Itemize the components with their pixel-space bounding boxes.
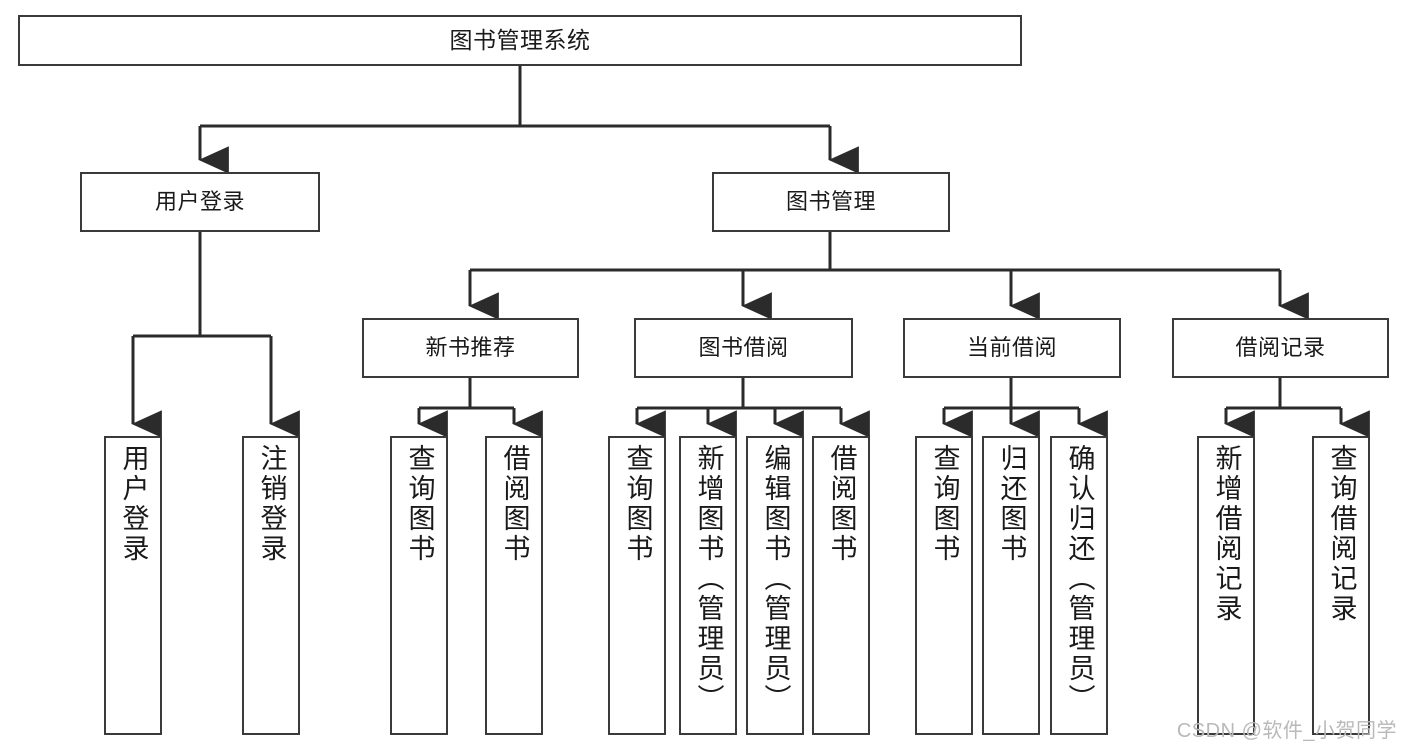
node-borrow-records[interactable]: 借阅记录 xyxy=(1172,318,1389,378)
leaf-current-confirm-return-admin-label: 确认归还（管理员） xyxy=(1064,444,1095,714)
leaf-current-return-book-label: 归还图书 xyxy=(996,444,1027,564)
leaf-logout-label: 注销登录 xyxy=(256,444,287,564)
leaf-current-confirm-return-admin[interactable]: 确认归还（管理员） xyxy=(1050,436,1108,735)
node-user-login-label: 用户登录 xyxy=(154,189,245,215)
node-root[interactable]: 图书管理系统 xyxy=(18,15,1022,66)
node-book-management[interactable]: 图书管理 xyxy=(712,172,950,232)
leaf-newbook-query-book-label: 查询图书 xyxy=(404,444,435,564)
leaf-user-login[interactable]: 用户登录 xyxy=(104,436,162,735)
node-user-login[interactable]: 用户登录 xyxy=(80,172,320,232)
leaf-borrow-edit-book-admin[interactable]: 编辑图书（管理员） xyxy=(746,436,804,735)
leaf-records-query-record-label: 查询借阅记录 xyxy=(1326,444,1357,624)
leaf-records-query-record[interactable]: 查询借阅记录 xyxy=(1312,436,1370,735)
leaf-user-login-label: 用户登录 xyxy=(118,444,149,564)
node-new-book-recommend-label: 新书推荐 xyxy=(425,335,516,361)
leaf-current-query-book-label: 查询图书 xyxy=(929,444,960,564)
leaf-current-return-book[interactable]: 归还图书 xyxy=(982,436,1040,735)
leaf-newbook-query-book[interactable]: 查询图书 xyxy=(390,436,448,735)
leaf-borrow-borrow-book-label: 借阅图书 xyxy=(826,444,857,564)
leaf-borrow-add-book-admin[interactable]: 新增图书（管理员） xyxy=(679,436,737,735)
leaf-borrow-query-book[interactable]: 查询图书 xyxy=(608,436,666,735)
leaf-records-add-record-label: 新增借阅记录 xyxy=(1211,444,1242,624)
node-borrow-records-label: 借阅记录 xyxy=(1235,335,1326,361)
leaf-borrow-add-book-admin-label: 新增图书（管理员） xyxy=(693,444,724,714)
leaf-newbook-borrow-book[interactable]: 借阅图书 xyxy=(485,436,543,735)
leaf-borrow-query-book-label: 查询图书 xyxy=(622,444,653,564)
leaf-borrow-edit-book-admin-label: 编辑图书（管理员） xyxy=(760,444,791,714)
leaf-borrow-borrow-book[interactable]: 借阅图书 xyxy=(812,436,870,735)
node-new-book-recommend[interactable]: 新书推荐 xyxy=(362,318,579,378)
node-current-borrow[interactable]: 当前借阅 xyxy=(903,318,1121,378)
leaf-newbook-borrow-book-label: 借阅图书 xyxy=(499,444,530,564)
node-book-management-label: 图书管理 xyxy=(785,189,876,215)
node-book-borrow[interactable]: 图书借阅 xyxy=(634,318,853,378)
leaf-current-query-book[interactable]: 查询图书 xyxy=(915,436,973,735)
leaf-records-add-record[interactable]: 新增借阅记录 xyxy=(1197,436,1255,735)
leaf-logout[interactable]: 注销登录 xyxy=(242,436,300,735)
node-current-borrow-label: 当前借阅 xyxy=(966,335,1057,361)
node-book-borrow-label: 图书借阅 xyxy=(698,335,789,361)
node-root-label: 图书管理系统 xyxy=(449,26,591,53)
